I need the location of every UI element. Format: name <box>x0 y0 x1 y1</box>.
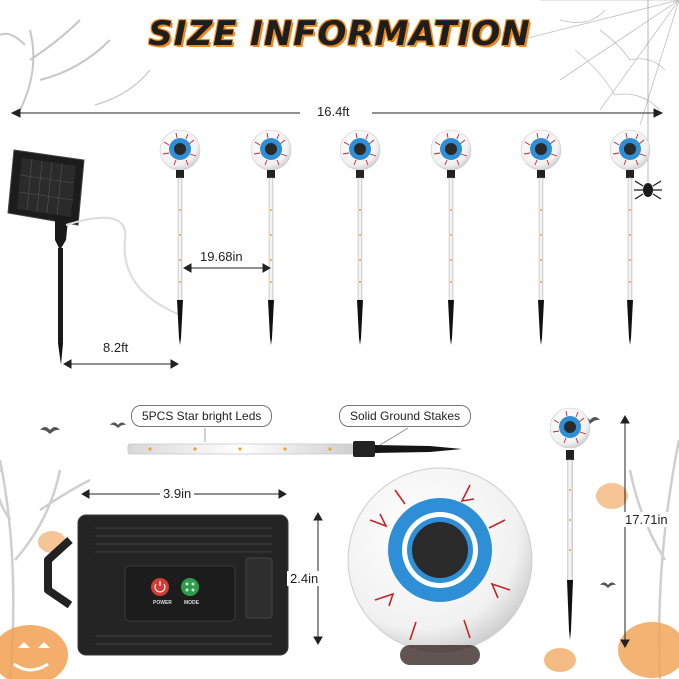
mode-button-label: MODE <box>184 600 199 606</box>
eyeball-stake-single <box>549 407 591 640</box>
box-width-label: 3.9in <box>160 486 195 501</box>
led-stake-horizontal <box>127 441 462 457</box>
pumpkin-icon <box>544 483 679 678</box>
power-button-icon <box>151 578 169 596</box>
pumpkin-icon <box>0 625 68 679</box>
solar-panel-icon <box>7 149 181 365</box>
large-eyeball <box>347 467 533 665</box>
power-button-label: POWER <box>153 600 172 606</box>
cable-length-label: 8.2ft <box>100 340 132 355</box>
eyeball-stake-row <box>159 129 651 346</box>
total-length-label: 16.4ft <box>314 104 353 119</box>
box-height-label: 2.4in <box>287 571 322 586</box>
tree-icon <box>0 459 91 679</box>
tree-icon <box>0 19 151 111</box>
bat-icon <box>40 422 126 434</box>
spider-web-icon <box>519 0 679 126</box>
stake-height-label: 17.71in <box>622 512 671 527</box>
mode-button-icon <box>181 578 199 596</box>
led-callout: 5PCS Star bright Leds <box>131 405 273 427</box>
stake-spacing-label: 19.68in <box>197 249 246 264</box>
callout-leaders <box>204 427 409 446</box>
stake-callout: Solid Ground Stakes <box>339 405 472 427</box>
page-title: SIZE INFORMATION <box>148 14 531 54</box>
control-box <box>44 514 289 656</box>
